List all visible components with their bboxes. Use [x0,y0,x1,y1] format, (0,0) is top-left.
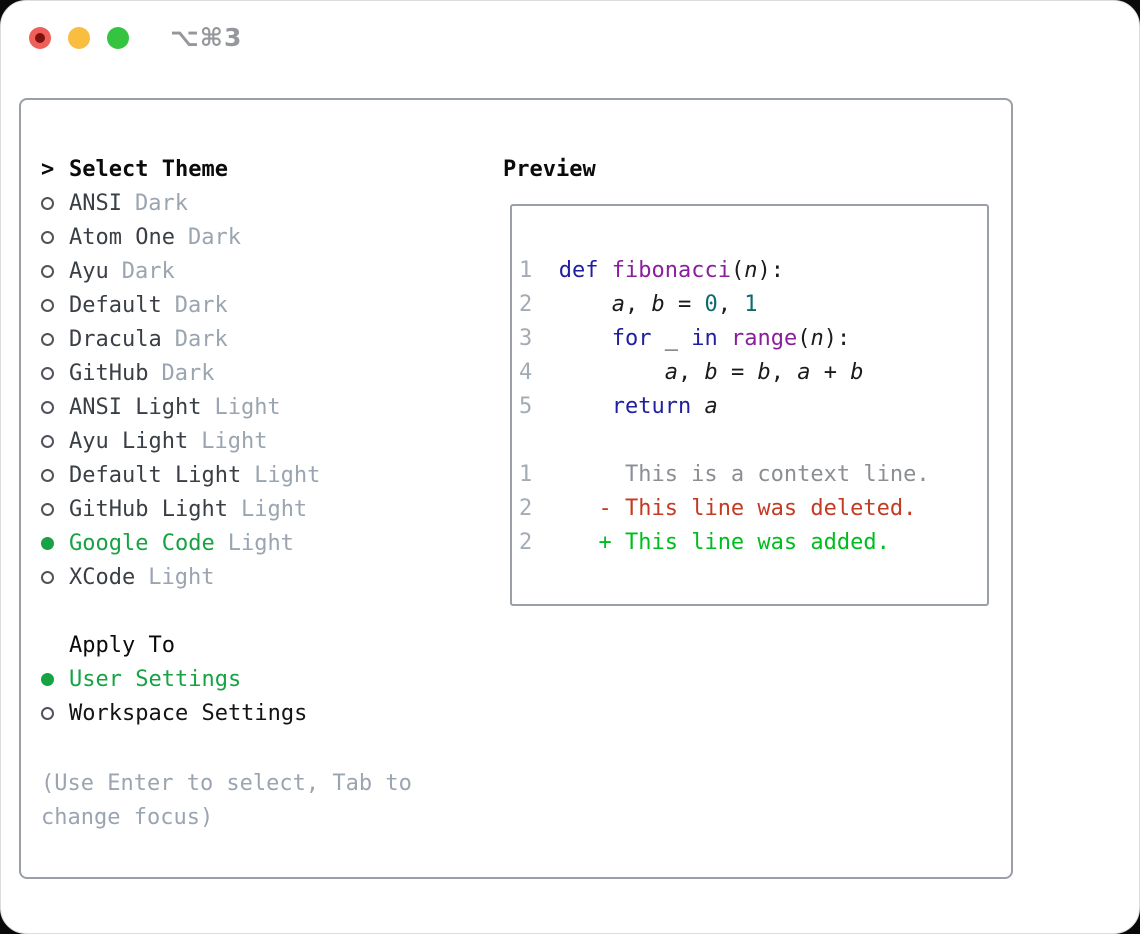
theme-variant-badge: Dark [187,224,241,250]
theme-name: XCode [69,564,136,590]
theme-variant-badge: Dark [174,326,228,352]
apply-option-workspace-settings[interactable]: Workspace Settings [41,696,307,730]
theme-name: Default Light [69,462,242,488]
theme-name: GitHub Light [69,496,228,522]
theme-variant-badge: Dark [134,190,188,216]
theme-name: Dracula [69,326,162,352]
apply-option-user-settings[interactable]: User Settings [41,662,307,696]
hint-text: (Use Enter to select, Tab to change focu… [41,771,412,830]
code-line: 2 - This line was deleted. [519,492,987,526]
code-line: 5 return a [519,390,987,424]
radio-icon [41,366,54,380]
line-number: 2 [519,292,533,317]
line-number: 2 [519,496,533,521]
radio-selected-icon [41,536,54,550]
theme-name: ANSI [69,190,122,216]
code-line: 2 a, b = 0, 1 [519,288,987,322]
theme-variant-badge: Dark [161,360,215,386]
radio-icon [41,468,54,482]
radio-icon [41,196,54,210]
theme-variant-badge: Light [214,394,281,420]
line-number: 2 [519,530,533,555]
traffic-lights [29,27,129,49]
radio-icon [41,332,54,346]
theme-item-default[interactable]: Default Dark [41,288,320,322]
theme-variant-badge: Light [240,496,308,522]
theme-variant-badge: Light [148,564,215,590]
apply-option-label: User Settings [69,666,242,692]
theme-item-ansi-light[interactable]: ANSI Light Light [41,390,320,424]
theme-variant-badge: Dark [121,258,175,284]
focus-caret-icon: > [41,156,55,182]
radio-icon [41,298,54,312]
theme-name: Google Code [69,530,215,556]
apply-to-header-row: Apply To [41,628,307,662]
radio-icon [41,706,54,720]
code-line: 1 This is a context line. [519,458,987,492]
theme-item-github-light[interactable]: GitHub Light Light [41,492,320,526]
minimize-button[interactable] [68,27,90,49]
code-line: 2 + This line was added. [519,526,987,560]
radio-icon [41,400,54,414]
close-dot-icon [35,33,45,43]
theme-item-ayu[interactable]: Ayu Dark [41,254,320,288]
theme-name: GitHub [69,360,149,386]
zoom-button[interactable] [107,27,129,49]
theme-variant-badge: Light [201,428,268,454]
radio-icon [41,434,54,448]
theme-item-dracula[interactable]: Dracula Dark [41,322,320,356]
code-line [519,424,987,458]
line-number: 4 [519,360,533,385]
theme-list-header: Select Theme [69,156,228,182]
apply-to-header: Apply To [69,632,175,658]
line-number: 3 [519,326,533,351]
theme-variant-badge: Dark [174,292,228,318]
theme-item-default-light[interactable]: Default Light Light [41,458,320,492]
theme-name: ANSI Light [69,394,202,420]
radio-icon [41,264,54,278]
code-line: 3 for _ in range(n): [519,322,987,356]
theme-name: Ayu Light [69,428,189,454]
theme-list-header-row: > Select Theme [41,152,320,186]
radio-icon [41,230,54,244]
theme-item-github[interactable]: GitHub Dark [41,356,320,390]
theme-item-ansi[interactable]: ANSI Dark [41,186,320,220]
titlebar: ⌥⌘3 [1,1,1139,73]
radio-icon [41,570,54,584]
theme-variant-badge: Light [254,462,321,488]
preview-title: Preview [503,156,596,182]
theme-item-atom-one[interactable]: Atom One Dark [41,220,320,254]
radio-icon [41,502,54,516]
apply-option-label: Workspace Settings [69,700,308,726]
line-number: 5 [519,394,533,419]
theme-variant-badge: Light [227,530,294,556]
theme-item-ayu-light[interactable]: Ayu Light Light [41,424,320,458]
line-number: 1 [519,462,533,487]
line-number: 1 [519,258,533,283]
theme-item-google-code[interactable]: Google Code Light [41,526,320,560]
radio-selected-icon [41,672,54,686]
code-line: 4 a, b = b, a + b [519,356,987,390]
close-button[interactable] [29,27,51,49]
theme-name: Default [69,292,162,318]
theme-name: Atom One [69,224,175,250]
theme-name: Ayu [69,258,109,284]
theme-item-xcode[interactable]: XCode Light [41,560,320,594]
keyboard-shortcut-label: ⌥⌘3 [170,23,243,52]
